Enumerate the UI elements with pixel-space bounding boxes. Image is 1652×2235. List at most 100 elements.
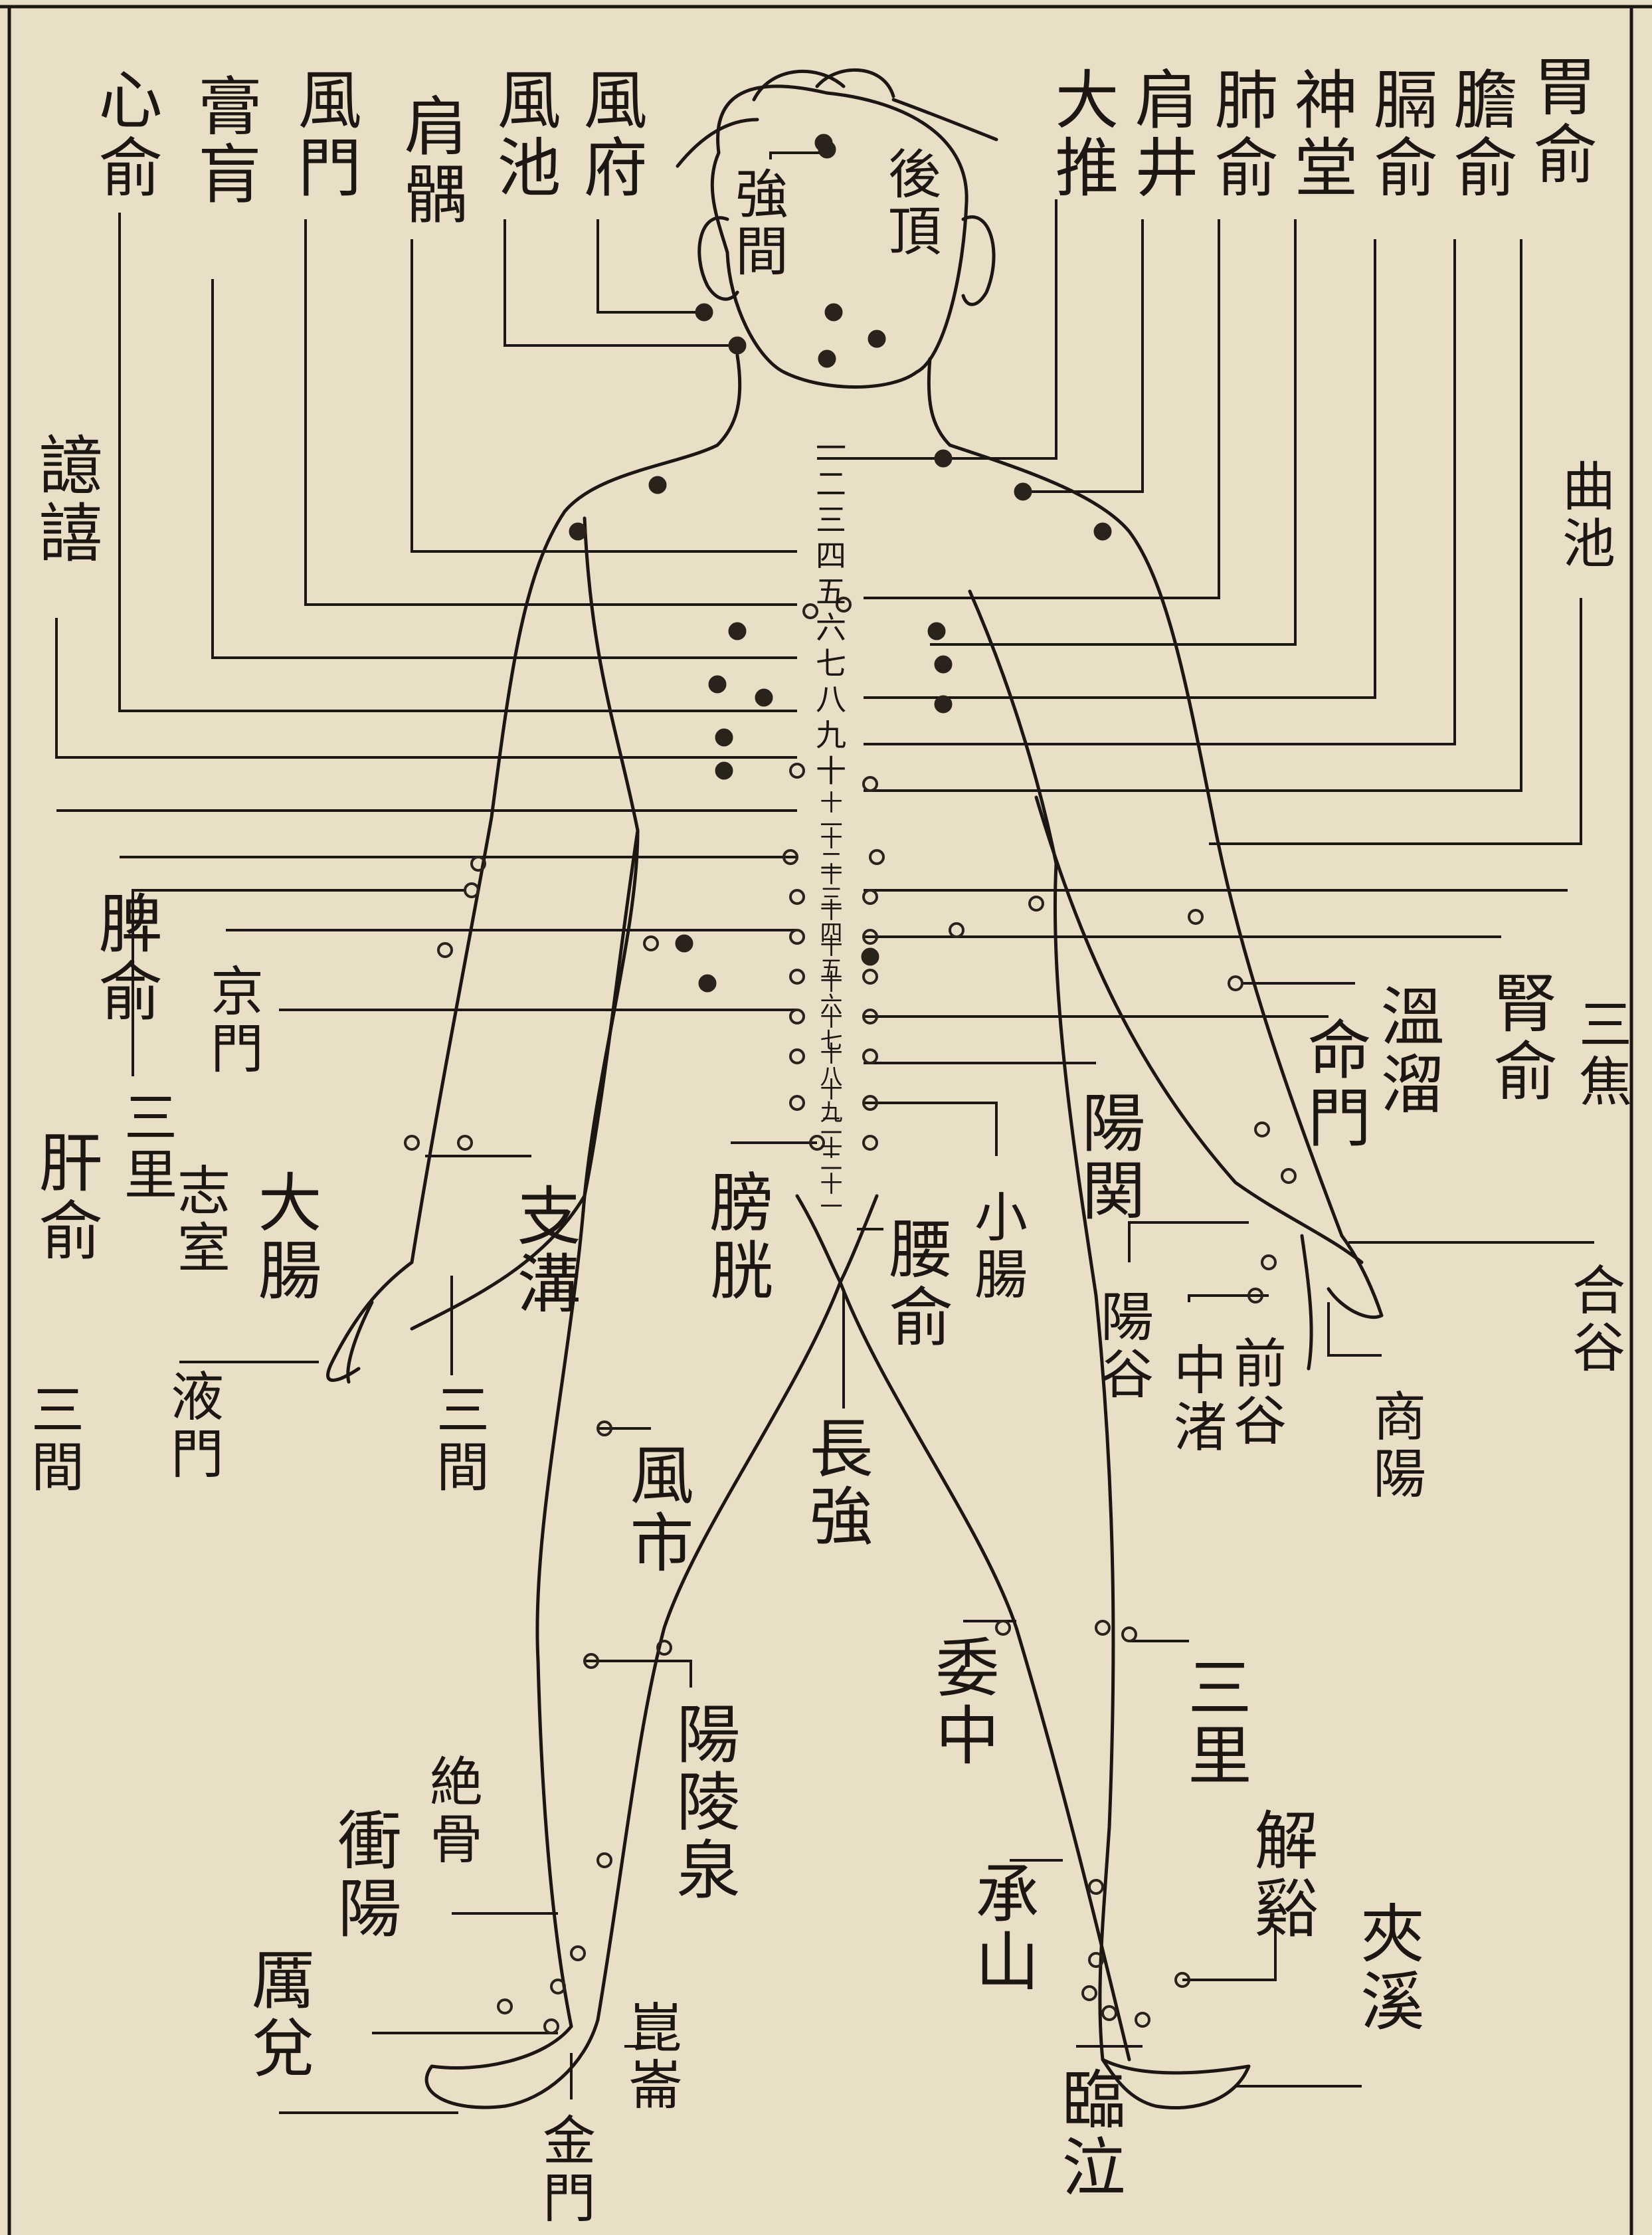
label-zhi-gou: 支溝 [511,1183,575,1318]
label-yang-guan: 陽関 [1076,1090,1140,1225]
label-chong-yang: 衝陽 [332,1807,396,1943]
leader-yi-xi [56,618,797,757]
label-kun-lun: 崑崙 [624,2000,678,2114]
spine-number: 六 [814,611,844,642]
acupoint-dot [756,690,772,706]
acupoint-circle [790,970,804,983]
spine-number: 四 [814,539,844,570]
acupoint-circle [870,850,883,864]
acupoint-circle [1083,1987,1096,2000]
label-jie-xi: 解谿 [1249,1807,1313,1943]
leader-fei-shu [864,219,1219,598]
spine-number: 八 [814,683,844,714]
label-dan-shu: 膽俞 [1448,66,1512,202]
label-qian-gu: 前谷 [1229,1335,1282,1450]
acupoint-circle [545,2020,558,2033]
acupoint-circle [1229,977,1242,990]
label-yi-xi: 譩譆 [33,432,97,567]
acupoint-circle [1096,1621,1109,1634]
leader-qu-chi [1209,598,1581,844]
leader-yang-ling-quan [585,1661,691,1688]
acupoint-circle [996,1621,1010,1634]
acupoint-dot [819,142,835,157]
label-xin-shu: 心俞 [93,66,157,202]
label-xiao-chang: 小腸 [970,1189,1023,1304]
spine-number: 十 [814,755,844,785]
acupoint-dot [729,623,745,639]
label-zhi-shi: 志室 [173,1163,226,1277]
acupoint-circle [458,1136,472,1149]
spine-number: 三 [814,504,844,534]
label-san-jian-edge: 三間 [27,1382,80,1496]
acupoint-dot [716,763,732,779]
spine-number: 二 [814,468,844,498]
label-fei-shu: 肺俞 [1209,66,1273,202]
label-lin-qi: 臨泣 [1056,2066,1120,2202]
label-wen-liu: 溫溜 [1375,983,1439,1119]
acupoint-circle [465,884,478,897]
spine-number: 九 [814,719,844,749]
label-san-jian: 三間 [432,1382,485,1496]
label-yang-ling-quan: 陽陵泉 [671,1701,735,1904]
acupoint-dot [699,975,715,991]
label-zhong-zhu: 中渚 [1169,1342,1222,1456]
spine-number: 七 [814,647,844,678]
label-pi-shu: 脾俞 [93,890,157,1026]
leader-qiang-jian [771,153,824,159]
label-feng-men: 風門 [292,66,356,202]
acupoint-circle [864,1050,877,1063]
acupoint-dot [1015,484,1031,500]
leader-dan-shu [864,239,1455,744]
leader-feng-chi [505,219,737,345]
acupoint-dot [935,696,951,712]
acupoint-circle [864,970,877,983]
acupoint-circle [790,930,804,943]
label-jing-men: 京門 [206,963,259,1078]
leader-xin-shu [120,213,797,711]
acupoint-circle [644,937,658,950]
body-outline [328,70,1382,2107]
leader-san-li-arm [133,890,465,1076]
acupoint-dot [935,656,951,672]
acupoint-dot [929,623,945,639]
acupoint-circle [864,890,877,904]
acupoint-dot [819,351,835,367]
acupoint-circle [498,2000,511,2013]
label-wei-shu: 胃俞 [1528,53,1592,189]
acupoint-circle [598,1854,611,1867]
label-feng-chi: 風池 [492,66,555,202]
acupoint-circle [405,1136,418,1149]
acupoint-circle [1189,910,1202,923]
leader-feng-men [306,219,797,605]
label-gao-huang: 膏肓 [193,73,256,209]
right-hand [1302,1236,1382,1369]
acupoint-dot [570,524,586,539]
label-shen-shu: 腎俞 [1488,970,1552,1106]
label-jin-men: 金門 [538,2113,591,2227]
acupoint-dot [650,477,666,493]
label-wei-zhong: 委中 [930,1634,994,1770]
acupoint-dot [716,729,732,745]
acupoint-dot [729,338,745,353]
acupoint-dot [935,450,951,466]
label-xia-xi: 夾溪 [1355,1900,1419,2036]
acupoint-circle [1123,1628,1136,1641]
leader-xiao-chang [864,1103,996,1156]
acupoint-circle [864,1136,877,1149]
acupoint-dot [1095,524,1111,539]
acupoint-circle [790,1010,804,1023]
acupoint-circle [790,890,804,904]
leader-feng-fu [598,219,704,312]
acupoint-circle [1030,897,1043,910]
acupoint-circle [790,764,804,777]
acupoint-circle [790,1096,804,1110]
label-san-li-arm: 三里 [120,1090,173,1204]
label-feng-fu: 風府 [578,66,642,202]
acupoint-circle [438,943,452,957]
hair-knot [678,70,996,166]
acupoint-dot [696,304,712,320]
label-jue-gu: 絶骨 [425,1754,478,1868]
acupoint-circle [950,923,963,937]
spine-number: 五 [814,575,844,606]
